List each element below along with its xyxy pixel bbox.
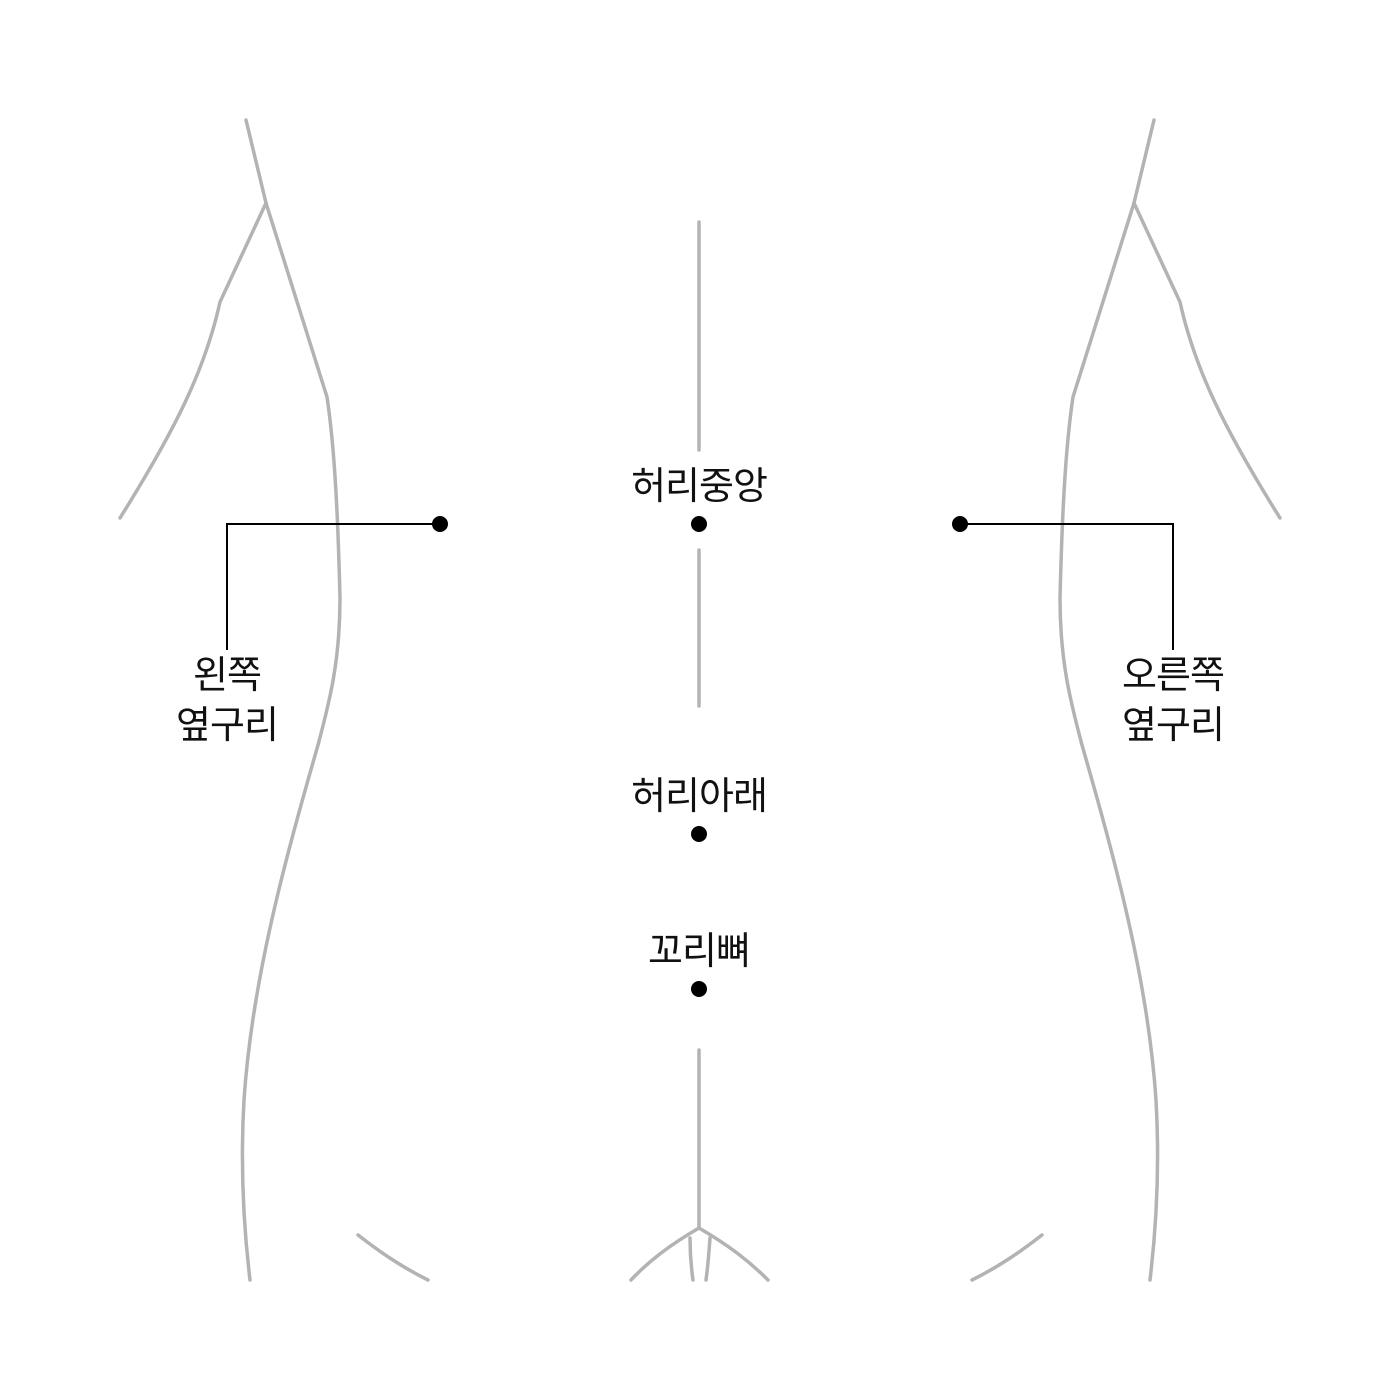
gluteal-cleft-inner-left (688, 1236, 695, 1282)
right-flank-text-line2: 옆구리 (1122, 703, 1225, 747)
gluteal-cleft-right (697, 1226, 770, 1282)
right-buttock-curve (970, 1233, 1044, 1282)
body-outline (118, 118, 1282, 1282)
waist-center-label: 허리중앙 (599, 461, 799, 511)
lower-back-dot[interactable] (691, 826, 707, 842)
left-flank-dot[interactable] (432, 516, 448, 532)
right-torso-contour (1058, 118, 1160, 1282)
left-arm-contour (118, 201, 268, 520)
left-torso-contour (240, 118, 342, 1282)
tailbone-label: 꼬리뼈 (599, 926, 799, 976)
right-flank-dot[interactable] (952, 516, 968, 532)
left-flank-label: 왼쪽 옆구리 (127, 650, 327, 750)
right-flank-text-line1: 오른쪽 (1122, 653, 1225, 697)
waist-center-text: 허리중앙 (631, 464, 768, 508)
left-flank-text-line2: 옆구리 (176, 703, 279, 747)
left-flank-leader (226, 523, 440, 650)
tailbone-text: 꼬리뼈 (648, 929, 751, 973)
right-arm-contour (1132, 201, 1282, 520)
pain-points (432, 516, 968, 997)
tailbone-dot[interactable] (691, 981, 707, 997)
lower-back-label: 허리아래 (599, 771, 799, 821)
right-flank-label: 오른쪽 옆구리 (1073, 650, 1273, 750)
gluteal-cleft-inner-right (704, 1236, 712, 1282)
waist-center-dot[interactable] (691, 516, 707, 532)
lower-back-text: 허리아래 (631, 774, 768, 818)
left-flank-text-line1: 왼쪽 (193, 653, 262, 697)
gluteal-cleft-left (629, 1226, 701, 1282)
left-buttock-curve (356, 1233, 430, 1282)
leader-lines (226, 523, 1174, 650)
right-flank-leader (960, 523, 1174, 650)
